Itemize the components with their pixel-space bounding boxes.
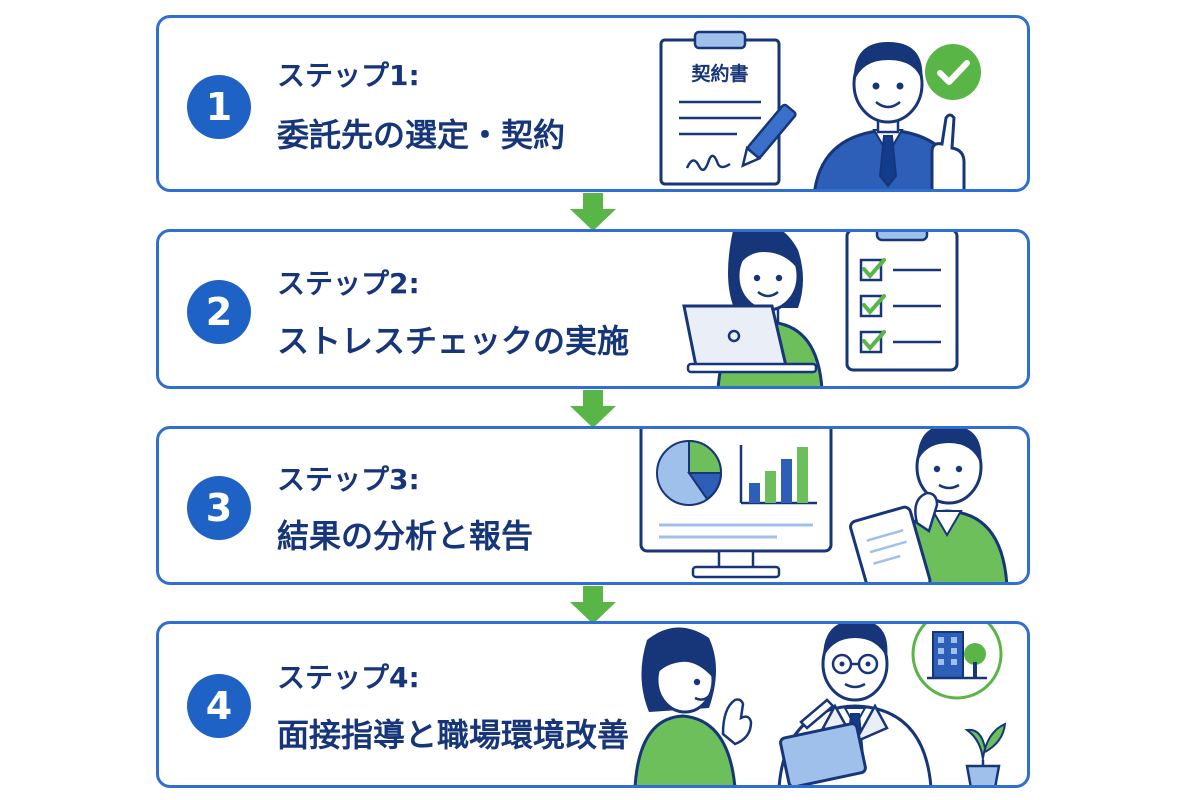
step-title: 委託先の選定・契約 [277,116,566,154]
woman-with-laptop-illustration [682,232,824,386]
down-arrow [570,586,616,624]
check-circle-icon [925,44,981,100]
down-arrow [570,193,616,231]
step-label: ステップ3: [277,463,420,496]
clipboard-checklist-icon [845,232,959,372]
doctor-illustration [777,624,933,785]
step-label: ステップ4: [277,661,420,694]
pen-icon [741,103,797,168]
step-title: 結果の分析と報告 [277,517,534,555]
monitor-chart-icon [639,429,833,579]
step-number-badge: 1 [187,75,251,139]
step-card-3: 3 ステップ3: 結果の分析と報告 [156,426,1030,585]
contract-document-title: 契約書 [690,62,748,85]
man-with-tablet-illustration [849,429,1009,582]
step-card-2: 2 ステップ2: ストレスチェックの実施 [156,229,1030,389]
building-icon [911,624,1003,700]
step-card-4: 4 ステップ4: 面接指導と職場環境改善 [156,621,1030,788]
step-card-1: 1 ステップ1: 委託先の選定・契約 契約書 [156,15,1030,192]
down-arrow [570,390,616,428]
tablet-icon [849,505,932,582]
step-title: 面接指導と職場環境改善 [277,716,630,754]
step-label: ステップ2: [277,267,420,300]
step-number-badge: 3 [187,476,251,540]
woman-counselee-illustration [633,627,753,785]
businessman-illustration [813,42,966,189]
step-number-badge: 4 [187,674,251,738]
plant-icon [964,722,1007,785]
step-title: ストレスチェックの実施 [277,322,630,360]
step-label: ステップ1: [277,59,420,92]
step-number-badge: 2 [187,280,251,344]
